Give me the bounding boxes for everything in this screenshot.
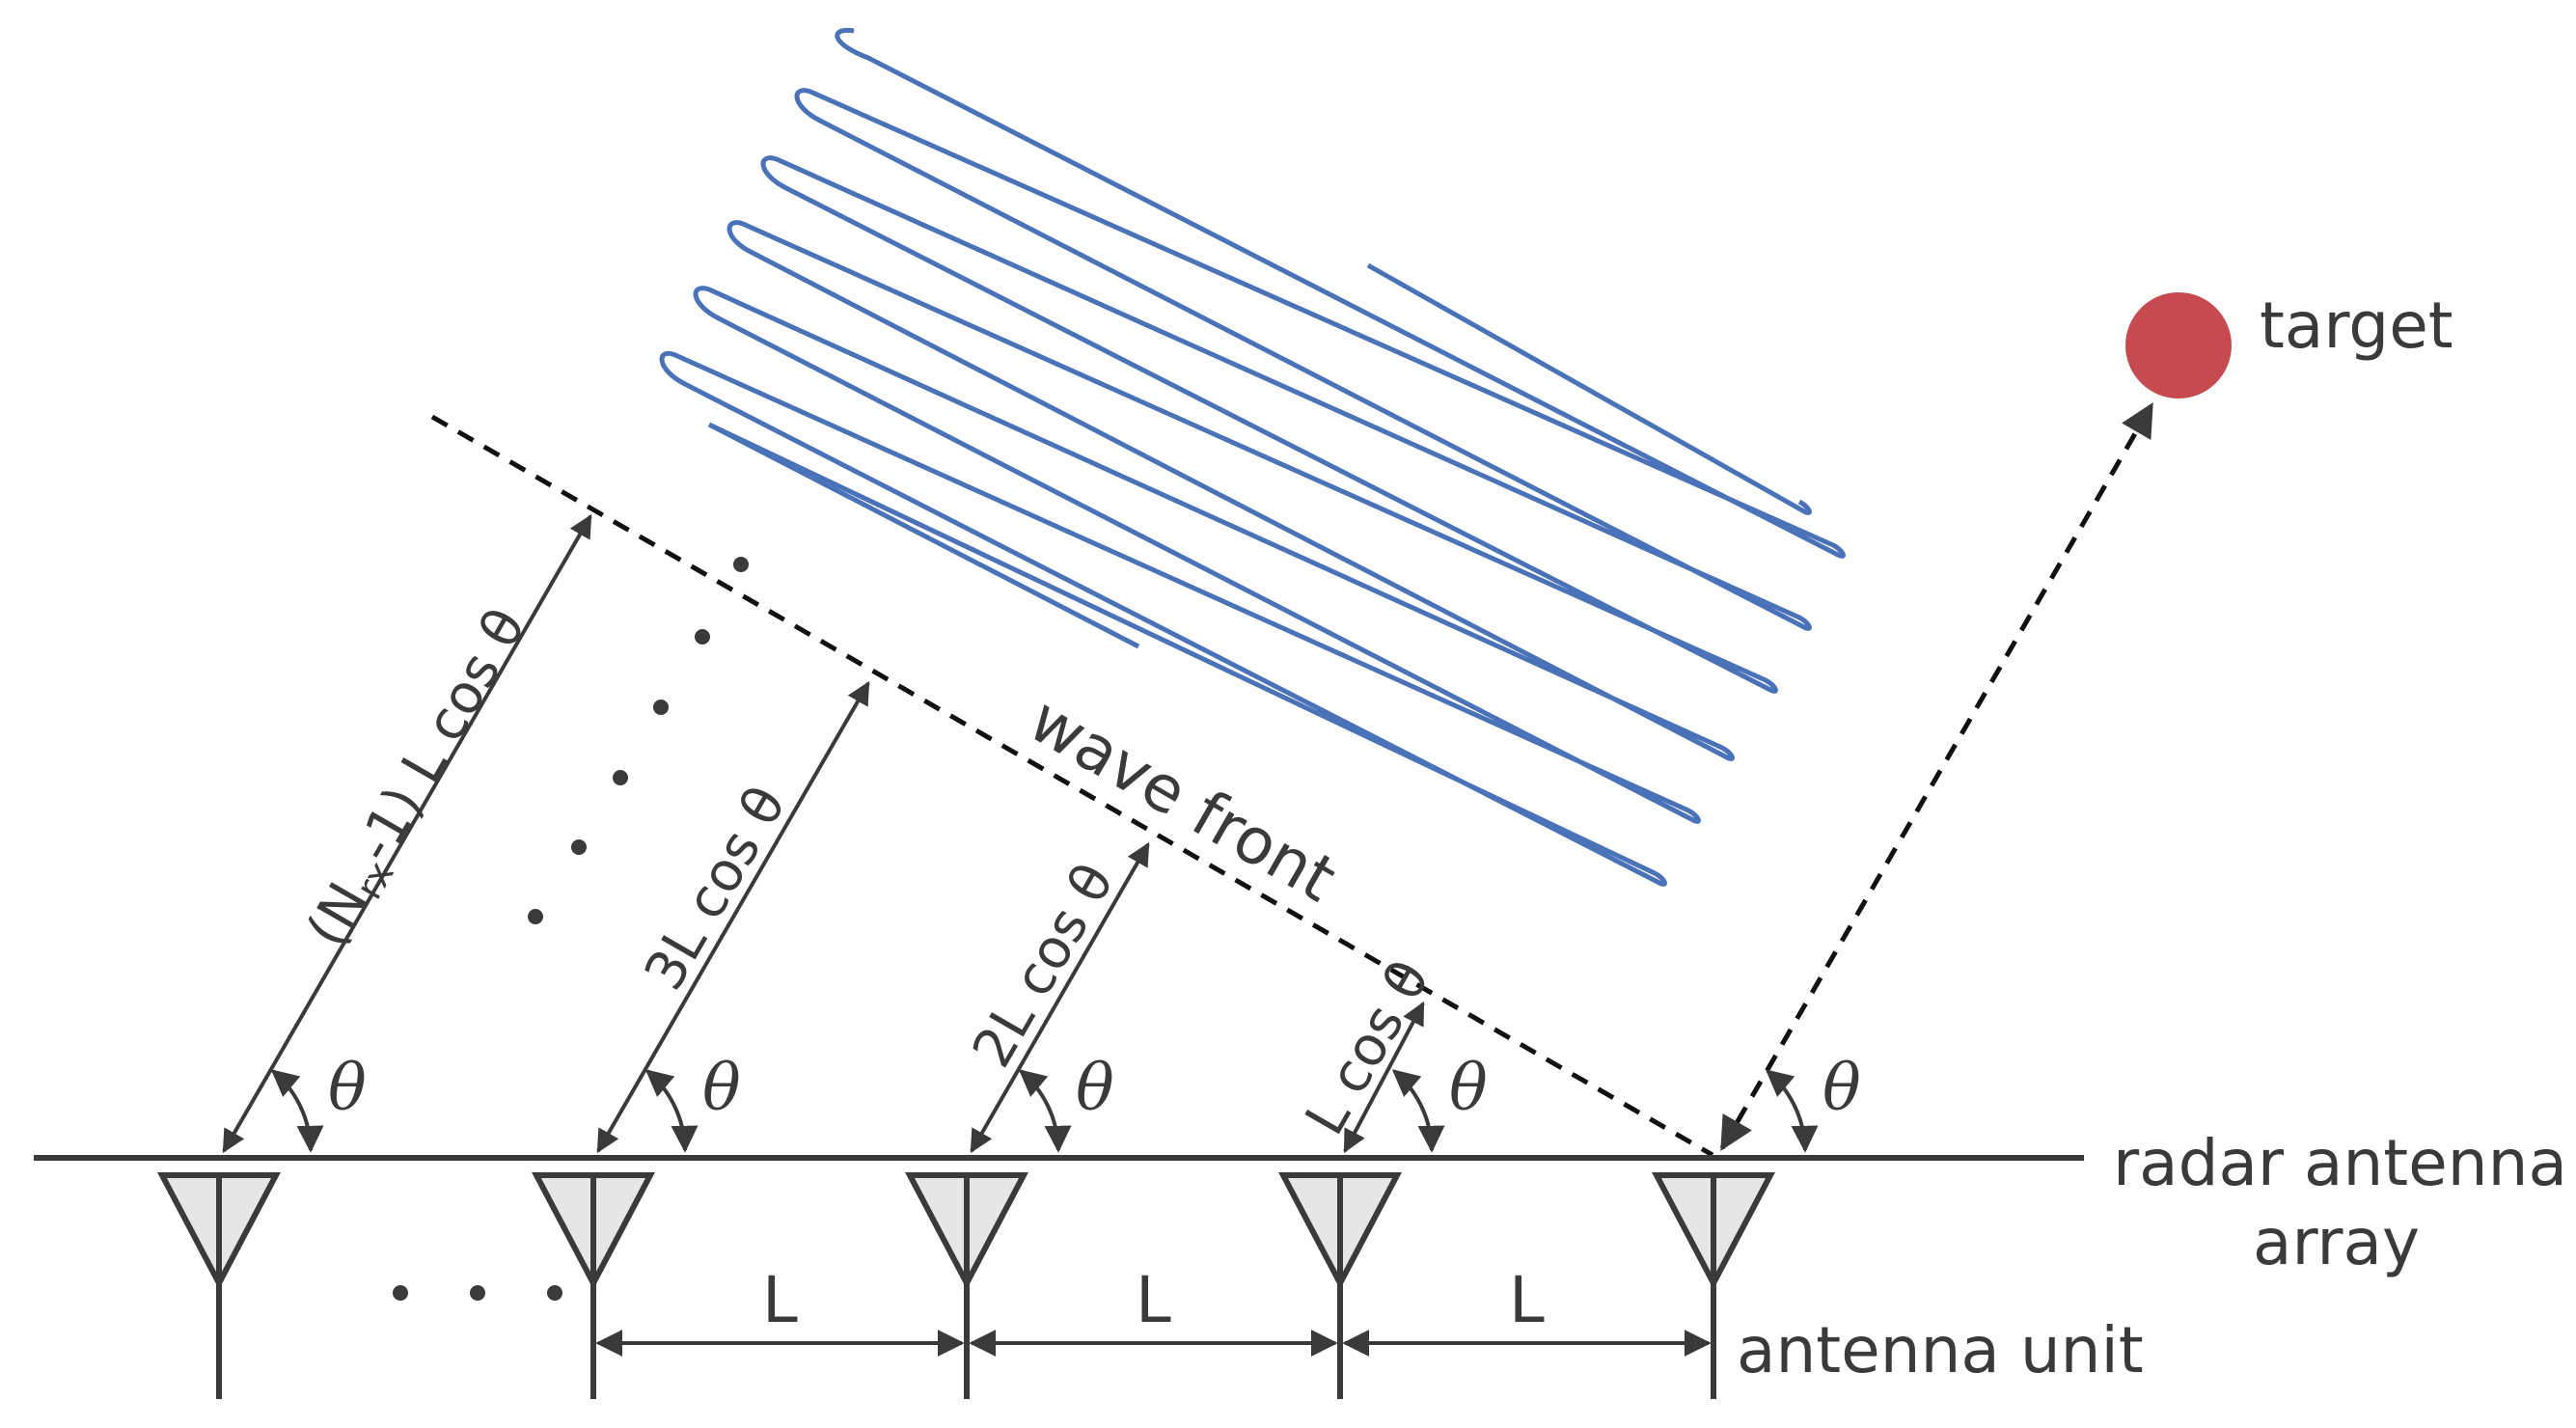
target-label: target	[2260, 288, 2453, 363]
wave-front-line	[430, 414, 1714, 1158]
path-arrow-1	[1343, 1001, 1425, 1154]
antenna-1	[157, 1172, 281, 1399]
spacing-label-2: L	[1136, 1263, 1171, 1337]
dist-label-n: (Nrx-1) L cos θ	[295, 598, 542, 959]
target-marker	[2125, 292, 2232, 398]
theta-label-1: θ	[328, 1051, 367, 1125]
theta-label-5: θ	[1822, 1051, 1861, 1125]
angle-arcs	[270, 1069, 1819, 1153]
antenna-4	[1278, 1172, 1402, 1399]
array-label-line2: array	[2253, 1205, 2420, 1279]
wave-pattern	[659, 27, 1846, 887]
theta-label-3: θ	[1076, 1051, 1114, 1125]
dist-label-1: L cos θ	[1294, 950, 1442, 1145]
target-direction-line	[1719, 401, 2154, 1152]
antenna-2	[532, 1172, 655, 1399]
antenna-5	[1652, 1172, 1775, 1399]
theta-label-2: θ	[702, 1051, 741, 1125]
array-label-line1: radar antenna	[2113, 1126, 2567, 1200]
spacing-label-1: L	[762, 1263, 798, 1337]
antenna-3	[905, 1172, 1028, 1399]
path-arrow-2	[970, 841, 1150, 1154]
path-arrow-n	[222, 513, 592, 1154]
antenna-unit-label: antenna unit	[1737, 1313, 2144, 1387]
dist-label-3: 3L cos θ	[633, 777, 799, 1001]
theta-label-4: θ	[1449, 1051, 1488, 1125]
spacing-label-3: L	[1509, 1263, 1545, 1337]
dist-label-2: 2L cos θ	[961, 854, 1127, 1078]
path-arrow-3	[596, 680, 870, 1154]
